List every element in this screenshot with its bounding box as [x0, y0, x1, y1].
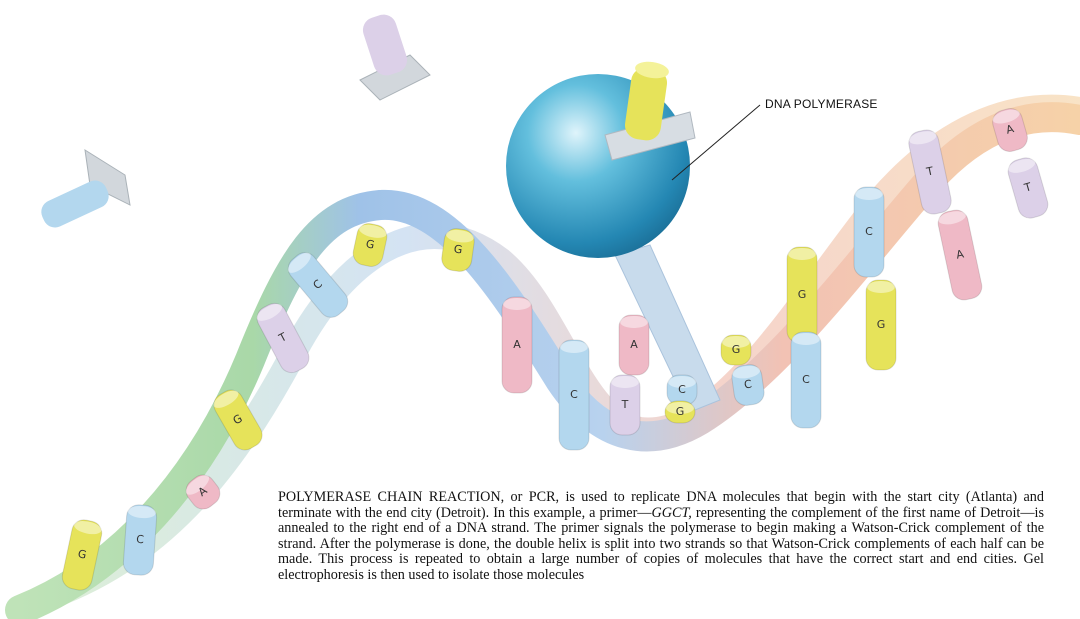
- base-a-cylinder: A: [936, 208, 984, 302]
- base-label: A: [513, 338, 521, 351]
- base-t-cylinder: T: [1005, 155, 1050, 221]
- base-t-cylinder: T: [610, 375, 640, 435]
- base-g-cylinder: G: [721, 335, 751, 365]
- base-c-cylinder: C: [123, 504, 158, 576]
- base-label: C: [802, 373, 810, 386]
- base-label: G: [732, 343, 741, 356]
- base-label: A: [630, 338, 638, 351]
- polymerase-label: DNA POLYMERASE: [765, 97, 878, 111]
- base-label: G: [676, 405, 685, 418]
- base-label: G: [798, 288, 807, 301]
- figure-caption: POLYMERASE CHAIN REACTION, or PCR, is us…: [278, 490, 1044, 584]
- base-label: G: [453, 242, 463, 256]
- base-label: C: [136, 533, 145, 547]
- base-label: C: [570, 388, 578, 401]
- caption-primer: GGCT,: [652, 505, 692, 521]
- base-c-cylinder: C: [854, 187, 884, 277]
- base-c-cylinder: C: [559, 340, 589, 450]
- base-g-cylinder: G: [665, 401, 695, 423]
- free-nucleotide-left: [37, 150, 130, 231]
- base-label: C: [865, 225, 873, 238]
- base-g-cylinder: G: [866, 280, 896, 370]
- base-label: C: [678, 383, 686, 396]
- base-a-cylinder: A: [502, 297, 532, 393]
- base-label: G: [877, 318, 886, 331]
- base-c-cylinder: C: [791, 332, 821, 428]
- base-label: T: [621, 398, 629, 411]
- base-g-cylinder: G: [787, 247, 817, 343]
- base-a-cylinder: A: [619, 315, 649, 375]
- free-nucleotide-top: [360, 11, 430, 100]
